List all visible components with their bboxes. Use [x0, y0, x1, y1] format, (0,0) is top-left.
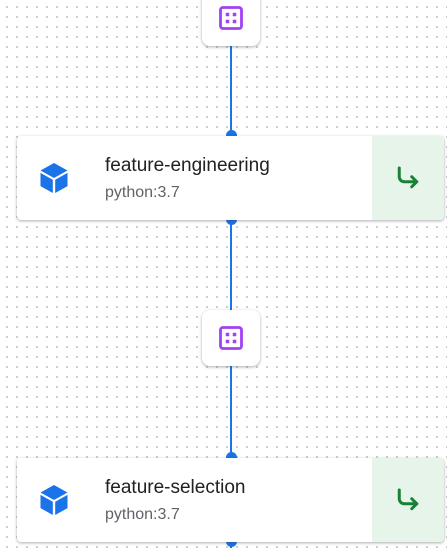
node-subtitle: python:3.7	[105, 506, 180, 523]
cached-status	[372, 136, 444, 220]
execution-node-feature-selection[interactable]: feature-selection python:3.7	[17, 458, 444, 542]
edge-artifact-to-feature-engineering	[230, 45, 232, 136]
artifact-icon	[219, 6, 243, 30]
edge-feature-engineering-to-artifact	[230, 220, 232, 310]
artifact-node[interactable]	[202, 0, 260, 46]
execution-node-feature-engineering[interactable]: feature-engineering python:3.7	[17, 136, 444, 220]
artifact-node[interactable]	[202, 310, 260, 366]
cube-icon	[40, 485, 68, 515]
input-port[interactable]	[226, 452, 237, 463]
edge-artifact-to-feature-selection	[230, 366, 232, 458]
cached-status-icon	[397, 166, 419, 189]
node-title: feature-selection	[105, 477, 246, 498]
cached-status-icon	[397, 488, 419, 511]
input-port[interactable]	[226, 130, 237, 141]
node-subtitle: python:3.7	[105, 184, 180, 201]
cube-icon	[40, 163, 68, 193]
artifact-icon	[219, 326, 243, 350]
node-title: feature-engineering	[105, 155, 270, 176]
cached-status	[372, 458, 444, 542]
